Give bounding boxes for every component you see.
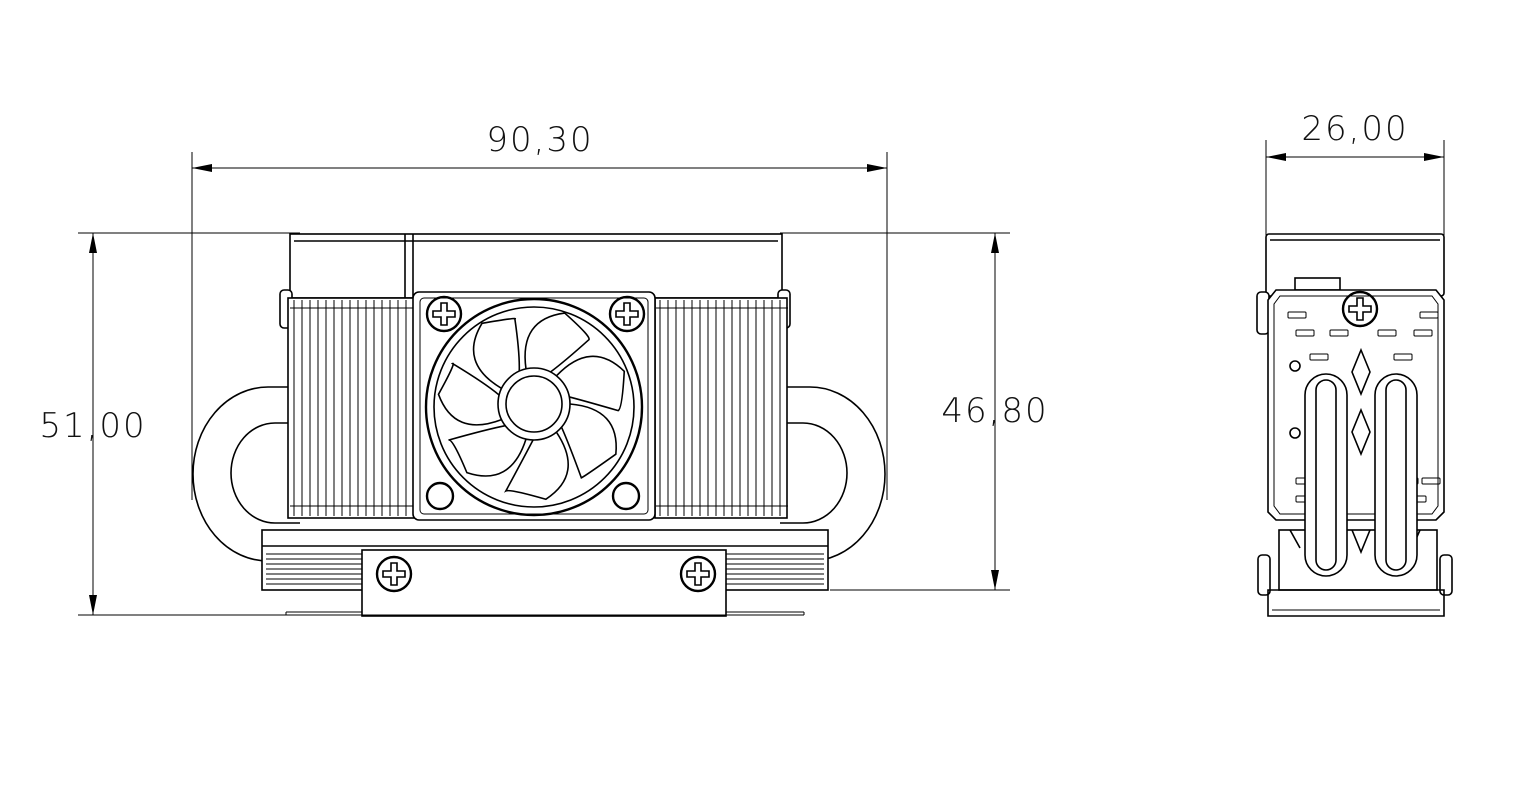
dimension-height-body-label: 46,80	[941, 391, 1048, 431]
dimension-height-total-label: 51,00	[39, 406, 146, 446]
heat-pipe-right	[780, 386, 886, 562]
fin-slot	[1419, 311, 1439, 319]
fin-stack-right	[654, 297, 788, 519]
base-plate	[261, 529, 829, 617]
fin-stack-left	[287, 297, 415, 519]
fin-slot	[1421, 477, 1441, 485]
fin-slot	[1413, 329, 1433, 337]
front-view	[192, 233, 886, 617]
fan-blade	[524, 312, 590, 373]
fan-blade	[503, 431, 569, 501]
fan-blade	[560, 403, 617, 479]
mount-hole-icon	[425, 481, 455, 511]
fin-slot	[1309, 353, 1329, 361]
fin-slot	[1329, 329, 1349, 337]
dimension-width-side-label: 26,00	[1301, 109, 1408, 149]
dimension-height-body: 46,80	[780, 232, 1048, 591]
fan-blade	[472, 317, 521, 390]
dimension-height-total: 51,00	[39, 232, 300, 616]
fan-blade	[437, 362, 503, 426]
fin-slot	[1377, 329, 1397, 337]
fan-blade	[555, 355, 626, 412]
fin-slot	[1393, 353, 1413, 361]
fin-slot	[1287, 311, 1307, 319]
fin-slot	[1295, 329, 1315, 337]
heat-pipe-left	[192, 386, 300, 562]
dimension-width-front-label: 90,30	[486, 120, 593, 160]
dimension-width-front: 90,30	[191, 120, 888, 500]
fan-housing	[412, 291, 656, 521]
dimension-width-side: 26,00	[1265, 109, 1445, 240]
side-view	[1256, 233, 1453, 617]
mount-hole-icon	[611, 481, 641, 511]
fan-blade	[448, 424, 527, 477]
fan-icon	[437, 312, 626, 501]
